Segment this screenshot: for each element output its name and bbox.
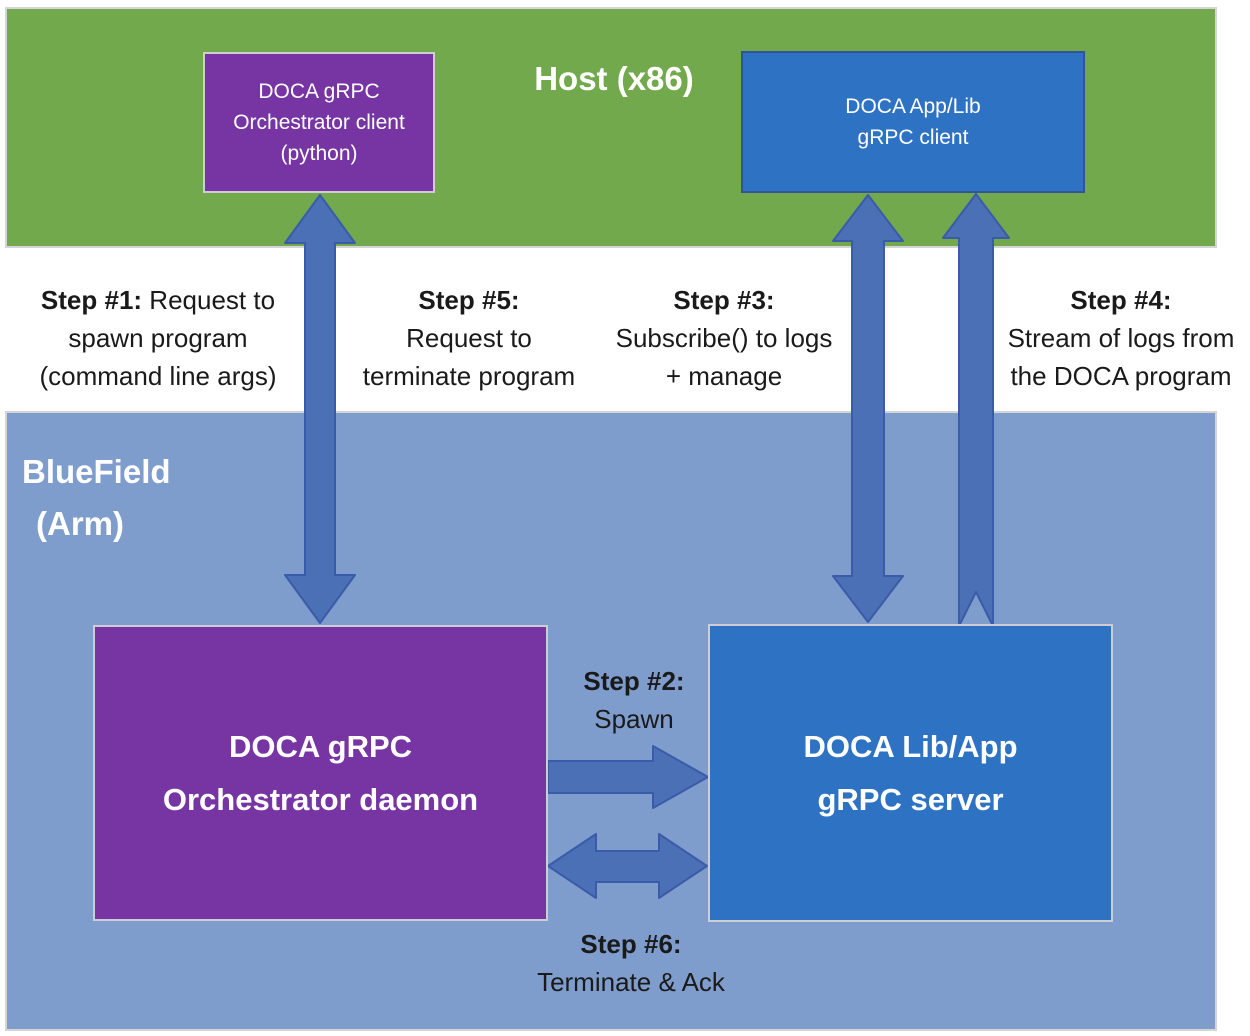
step5-text3: terminate program bbox=[362, 361, 576, 391]
grpc-client-box: DOCA App/Lib gRPC client bbox=[741, 51, 1085, 193]
step3-label-bold: Step #3: bbox=[673, 285, 775, 315]
orchestrator-client-box: DOCA gRPC Orchestrator client (python) bbox=[203, 52, 435, 193]
orchestrator-client-line2: Orchestrator client bbox=[233, 111, 405, 134]
orchestrator-client-line1: DOCA gRPC bbox=[258, 80, 380, 103]
step1-text3: (command line args) bbox=[39, 361, 277, 391]
orchestrator-daemon-box: DOCA gRPC Orchestrator daemon bbox=[93, 625, 548, 921]
step4-label: Step #4: Stream of logs from the DOCA pr… bbox=[995, 281, 1247, 395]
step6-label-bold: Step #6: bbox=[580, 929, 682, 959]
grpc-client-line2: gRPC client bbox=[857, 126, 969, 149]
orchestrator-daemon-line2: Orchestrator daemon bbox=[162, 782, 479, 817]
grpc-server-line1: DOCA Lib/App bbox=[803, 729, 1018, 764]
step3-text3: + manage bbox=[665, 361, 783, 391]
step6-text2: Terminate & Ack bbox=[537, 967, 725, 997]
step4-text2: Stream of logs from bbox=[1007, 323, 1235, 353]
grpc-server-line2: gRPC server bbox=[817, 782, 1004, 817]
orchestrator-client-line3: (python) bbox=[280, 142, 358, 165]
step5-text2: Request to bbox=[406, 323, 532, 353]
step3-label: Step #3: Subscribe() to logs + manage bbox=[599, 281, 849, 395]
step4-text3: the DOCA program bbox=[1010, 361, 1232, 391]
bluefield-title-line2: (Arm) bbox=[36, 505, 124, 542]
step4-label-bold: Step #4: bbox=[1070, 285, 1172, 315]
step1-text1: Request to bbox=[142, 285, 276, 315]
bluefield-title-line1: BlueField bbox=[22, 453, 171, 490]
grpc-server-box: DOCA Lib/App gRPC server bbox=[708, 624, 1113, 922]
step5-label-bold: Step #5: bbox=[418, 285, 520, 315]
step5-label: Step #5: Request to terminate program bbox=[344, 281, 594, 395]
bluefield-band-title: BlueField (Arm) bbox=[22, 446, 171, 550]
step1-label: Step #1: Request to spawn program (comma… bbox=[8, 281, 308, 395]
host-band-title: Host (x86) bbox=[534, 60, 694, 97]
step1-text2: spawn program bbox=[68, 323, 248, 353]
step2-text2: Spawn bbox=[594, 704, 674, 734]
step1-label-bold: Step #1: bbox=[40, 285, 143, 315]
step2-label-bold: Step #2: bbox=[583, 666, 685, 696]
step2-label: Step #2: Spawn bbox=[534, 662, 734, 738]
step3-text2: Subscribe() to logs bbox=[615, 323, 833, 353]
grpc-client-line1: DOCA App/Lib bbox=[845, 95, 981, 118]
orchestrator-daemon-line1: DOCA gRPC bbox=[228, 729, 413, 764]
step6-label: Step #6: Terminate & Ack bbox=[506, 925, 756, 1001]
